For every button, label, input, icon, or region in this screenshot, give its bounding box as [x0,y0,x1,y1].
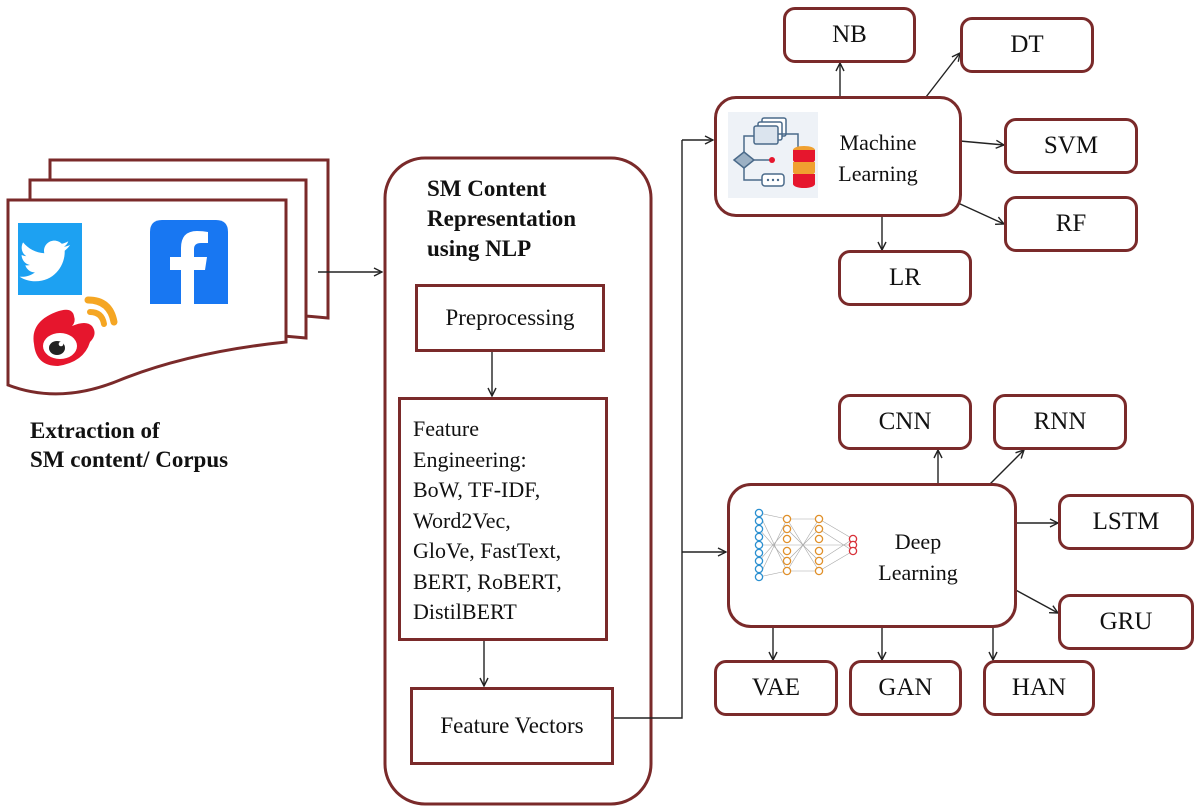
arrow-dl-gru [1011,587,1058,613]
fe-line: Feature [413,416,479,441]
cnn-label: CNN [878,408,932,436]
neural-network-icon [754,508,858,582]
fe-line: BoW, TF-IDF, [413,477,541,502]
fe-line: BERT, RoBERT, [413,568,562,594]
lr-box: LR [838,250,972,306]
dl-label: Deep Learning [870,526,966,588]
arrow-ml-dt [925,53,960,98]
ml-label-line2: Learning [838,161,918,186]
preprocessing-box: Preprocessing [415,284,605,352]
connector-fv-out [614,140,683,719]
dl-label-line1: Deep [894,529,942,554]
lr-label: LR [889,264,921,292]
weibo-icon [33,296,118,366]
gan-label: GAN [878,674,933,702]
arrow-ml-svm [959,141,1004,145]
lstm-label: LSTM [1092,508,1160,536]
dl-hub [727,483,1017,628]
fe-line: Engineering: [413,446,527,472]
ml-label-line1: Machine [839,130,917,155]
nb-label: NB [832,21,867,49]
rf-label: RF [1055,210,1087,238]
vae-box: VAE [714,660,838,716]
svm-label: SVM [1043,132,1099,160]
rnn-box: RNN [993,394,1127,450]
gan-box: GAN [849,660,962,716]
dt-label: DT [1010,31,1044,59]
svm-box: SVM [1004,118,1138,174]
nlp-container [383,156,653,806]
fe-line: Word2Vec, [413,507,511,533]
gru-label: GRU [1099,608,1153,636]
han-label: HAN [1011,674,1067,702]
feature-vectors-box: Feature Vectors [410,687,614,765]
nb-box: NB [783,7,916,63]
cnn-box: CNN [838,394,972,450]
ml-label: Machine Learning [818,127,938,189]
nlp-title: SM Content Representation using NLP [427,174,576,264]
corpus-caption-line1: Extraction of [30,418,160,443]
feature-engineering-box: Feature Engineering: BoW, TF-IDF, Word2V… [398,397,608,641]
gru-box: GRU [1058,594,1194,650]
nlp-title-line2: Representation [427,206,577,231]
workflow-database-icon [728,112,818,198]
dt-box: DT [960,17,1094,73]
twitter-icon [18,223,82,295]
feature-vectors-label: Feature Vectors [440,713,584,739]
preprocessing-label: Preprocessing [445,305,575,331]
corpus-caption-line2: SM content/ Corpus [30,447,229,472]
fe-line: DistilBERT [413,599,517,624]
dl-label-line2: Learning [878,560,958,585]
nlp-title-line1: SM Content [427,176,547,201]
vae-label: VAE [751,674,801,702]
han-box: HAN [983,660,1095,716]
arrow-ml-rf [957,202,1004,224]
lstm-box: LSTM [1058,494,1194,550]
corpus-caption: Extraction of SM content/ Corpus [30,416,228,474]
rnn-label: RNN [1033,408,1087,436]
arrow-dl-rnn [989,450,1024,485]
fe-line: GloVe, FastText, [413,538,562,563]
rf-box: RF [1004,196,1138,252]
facebook-icon [150,220,228,304]
nlp-title-line3: using NLP [427,236,532,261]
